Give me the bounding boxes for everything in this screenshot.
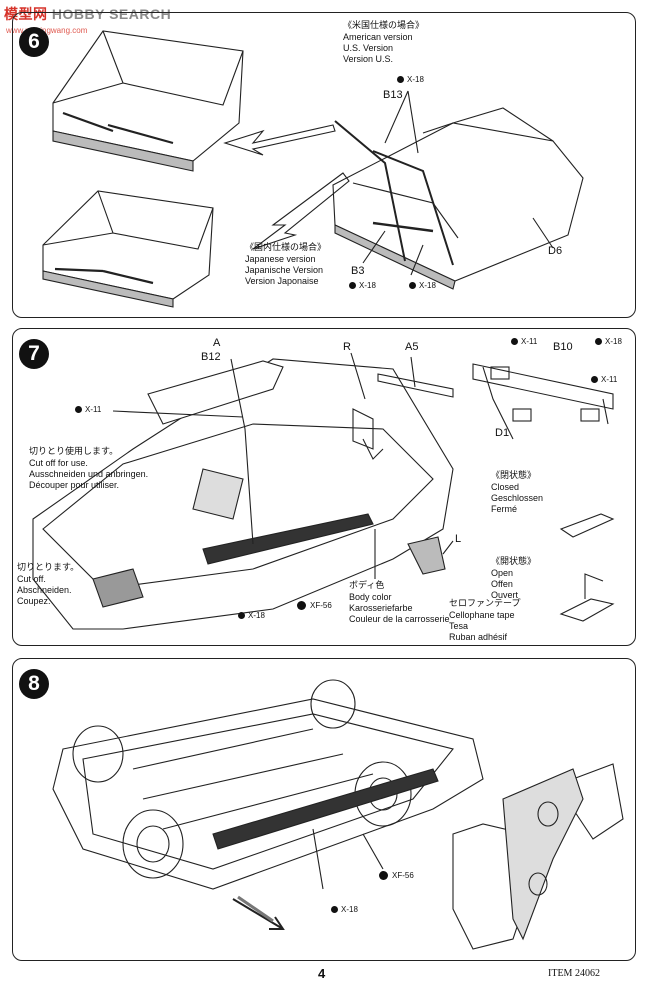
bracket-r	[352, 408, 384, 460]
screw-x11-left: X-11	[75, 405, 101, 414]
page-number: 4	[318, 966, 326, 981]
part-r: R	[343, 341, 351, 353]
headlight-assembly	[472, 363, 614, 410]
wheel-front-left	[72, 725, 124, 783]
screw-x11-top: X-11	[511, 337, 537, 346]
step-8-number: 8	[19, 669, 49, 699]
headlight-closed	[559, 513, 615, 538]
car-underside	[52, 698, 484, 890]
spoiler-a5	[377, 373, 454, 398]
wiper-b13-right	[372, 150, 454, 266]
arrow-lower	[252, 172, 350, 250]
step-6-number: 6	[19, 27, 49, 57]
watermark-url: www.moxingwang.com	[6, 26, 88, 35]
direction-arrow	[232, 898, 285, 930]
step-8-drawing	[52, 679, 624, 950]
step-7-number: 7	[19, 339, 49, 369]
step-7-panel: 7 A B12 R A5	[12, 328, 636, 646]
small-car-held	[502, 768, 584, 941]
american-version-text: 《米国仕様の場合》 American version U.S. Version …	[343, 21, 425, 64]
item-number: ITEM 24062	[548, 968, 600, 979]
hood-exploded	[332, 122, 584, 282]
step-7-drawing	[32, 352, 615, 630]
screw-x18-top: X-18	[595, 337, 622, 346]
screw-x18-top: X-18	[397, 75, 424, 84]
closed-state-text: 《閉状態》 Closed Geschlossen Fermé	[491, 471, 544, 514]
screw-x11-right: X-11	[591, 375, 617, 384]
cellophane-tape-text: セロファンテープ Cellophane tape Tesa Ruban adhé…	[449, 599, 521, 642]
spoiler-top-view	[52, 130, 194, 172]
spoiler-lower-view	[42, 270, 174, 308]
part-b13: B13	[383, 89, 403, 101]
step-6-panel: 6	[12, 12, 636, 318]
windshield	[147, 360, 284, 425]
part-d1: D1	[495, 427, 510, 439]
part-l: L	[455, 533, 462, 545]
cut-off-text: 切りとります。 Cut off. Abschneiden. Coupez.	[17, 563, 80, 606]
part-a: A	[213, 337, 221, 349]
cut-for-use-text: 切りとり使用します。 Cut off for use. Ausschneiden…	[29, 447, 149, 490]
part-b3: B3	[351, 265, 365, 277]
watermark-en: HOBBY SEARCH	[51, 6, 172, 22]
step-8-panel: 8 XF-56 X-18	[12, 658, 636, 961]
screw-x18-right: X-18	[409, 281, 436, 290]
wiper-b13-left	[334, 120, 406, 262]
paint-xf56: XF-56	[297, 601, 332, 610]
part-b12: B12	[201, 351, 221, 363]
arrow-upper	[223, 124, 336, 156]
paint-xf56: XF-56	[379, 871, 414, 880]
screw-x18-bottom: X-18	[238, 611, 265, 620]
screw-x18: X-18	[331, 905, 358, 914]
step-6-drawing	[42, 30, 584, 308]
open-state-text: 《開状態》 Open Offen Ouvert	[491, 557, 537, 600]
part-b10: B10	[553, 341, 573, 353]
tab-l	[407, 536, 446, 575]
side-skirt	[212, 768, 439, 850]
part-d6: D6	[548, 245, 563, 257]
japanese-version-text: 《国内仕様の場合》 Japanese version Japanische Ve…	[245, 243, 327, 286]
wiper-b3	[372, 221, 434, 233]
part-a5: A5	[405, 341, 419, 353]
side-sill	[202, 513, 374, 565]
headlight-open	[559, 573, 615, 622]
screw-x18-left: X-18	[349, 281, 376, 290]
body-color-text: ボディ色 Body color Karosseriefarbe Couleur …	[349, 581, 450, 624]
wheel-front-right	[122, 809, 184, 879]
wheel-rear-left	[310, 679, 356, 729]
